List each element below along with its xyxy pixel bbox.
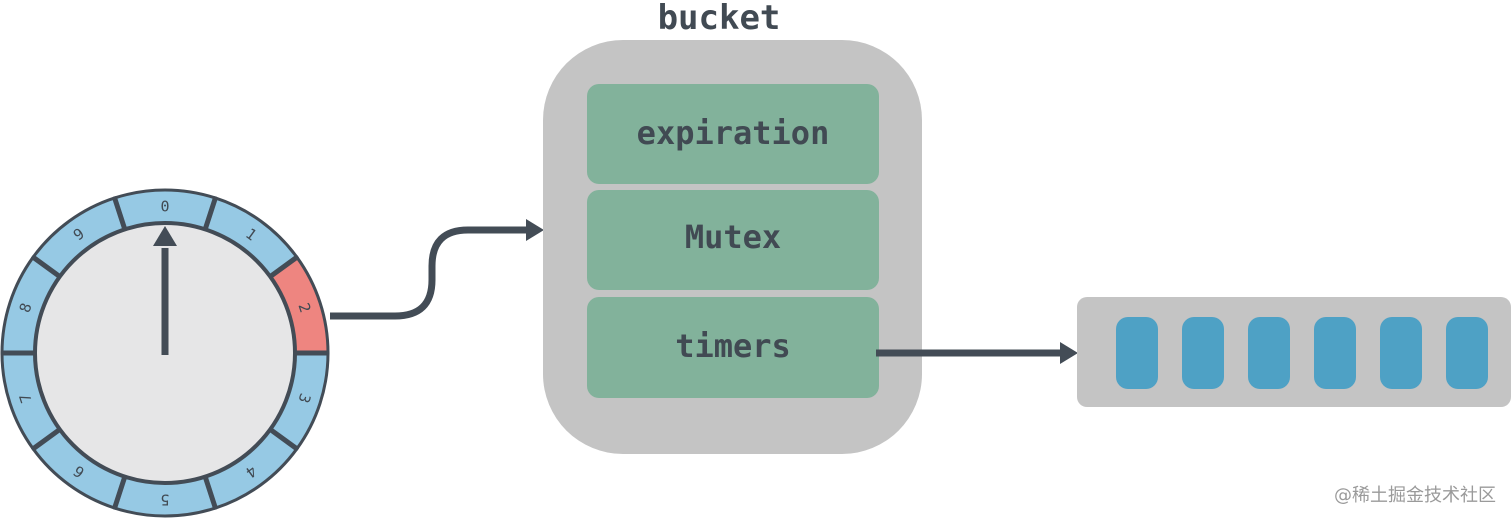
wheel-slot-divider <box>31 427 62 451</box>
watermark: @稀土掘金技术社区 <box>1334 485 1496 506</box>
wheel-slot-divider <box>112 475 128 509</box>
wheel-ring <box>0 188 330 518</box>
timer-item <box>1248 317 1290 389</box>
wheel-pointer-head <box>153 226 177 246</box>
bucket-field-timers-label: timers <box>675 327 791 365</box>
wheel-slot-divider <box>268 255 299 279</box>
timer-list-items <box>1116 317 1488 389</box>
wheel-slot-divider <box>202 197 218 231</box>
bucket-title: bucket <box>658 0 781 38</box>
bucket-field-timers <box>587 297 879 398</box>
bucket-field-mutex <box>587 190 879 290</box>
bucket-field-mutex-label: Mutex <box>685 218 781 256</box>
wheel-slot-divider <box>202 475 218 509</box>
wheel-slot-divider <box>31 255 62 279</box>
bucket-field-expiration-label: expiration <box>637 114 830 152</box>
timer-item <box>1182 317 1224 389</box>
wheel-slot-divider <box>112 197 128 231</box>
timer-item <box>1380 317 1422 389</box>
timer-item <box>1116 317 1158 389</box>
slot-to-bucket-arrowhead <box>526 219 544 241</box>
bucket-field-expiration <box>587 84 879 184</box>
timer-item <box>1446 317 1488 389</box>
timer-item <box>1314 317 1356 389</box>
wheel-slot-divider <box>268 427 299 451</box>
wheel-slot-label: 5 <box>160 491 169 509</box>
timers-to-list-arrowhead <box>1060 342 1078 364</box>
slot-to-bucket-arrow <box>330 226 532 320</box>
wheel-slot-label: 0 <box>160 198 169 216</box>
